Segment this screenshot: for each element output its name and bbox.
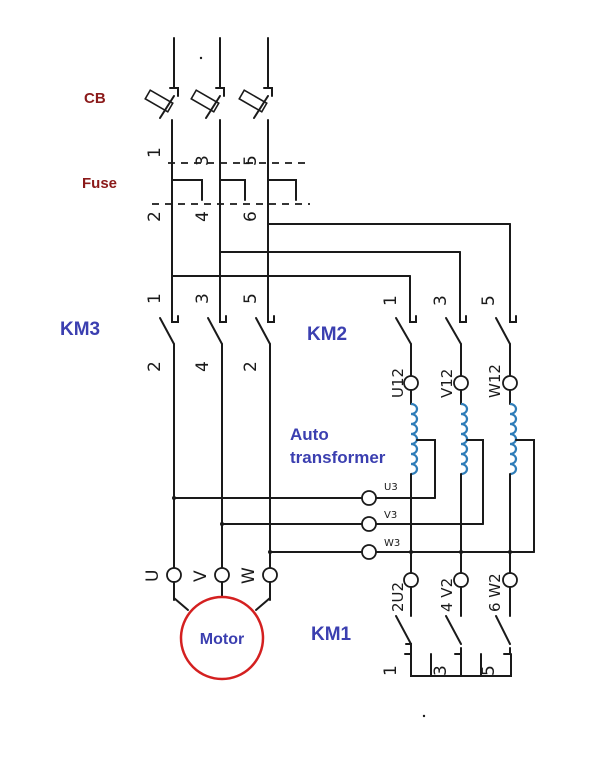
km3-top-terminal-1: 1	[145, 293, 165, 304]
fuse-top-terminal-3: 3	[193, 155, 213, 166]
tap-connections: U3 V3 W3	[172, 482, 535, 560]
km1-terminal-6w2: 6 W2	[486, 573, 504, 612]
km1-terminal-4v2: 4 V2	[438, 578, 456, 612]
motor-terminals: U V W	[143, 567, 278, 611]
motor-terminal-w: W	[239, 567, 259, 584]
motor-terminal-u: U	[143, 570, 163, 582]
km2-terminal-w12: W12	[486, 364, 504, 398]
tap-label-u3: U3	[384, 482, 398, 493]
km1-bottom-terminal-1: 1	[381, 665, 401, 676]
autotransformer-windings	[410, 389, 535, 553]
motor-terminal-v: V	[191, 570, 211, 582]
supply-lines	[173, 37, 269, 89]
km1-contactor: 2U2 4 V2 6 W2 1 3 5	[381, 499, 518, 677]
km2-top-terminal-5: 5	[479, 295, 499, 306]
km3-bottom-terminal-4: 4	[193, 361, 213, 372]
auto-transformer-label-line1: Auto	[290, 425, 329, 444]
fuse-block: 1 3 5 2 4 6	[145, 147, 310, 222]
tap-label-w3: W3	[384, 538, 400, 549]
km2-top-terminal-1: 1	[381, 295, 401, 306]
km3-top-terminal-3: 3	[193, 293, 213, 304]
motor-label: Motor	[200, 631, 244, 648]
fuse-bottom-terminal-4: 4	[193, 211, 213, 222]
km3-top-terminal-5: 5	[241, 293, 261, 304]
fuse-top-terminal-5: 5	[241, 155, 261, 166]
distribution-wiring	[171, 211, 511, 301]
auto-transformer-label-line2: transformer	[290, 448, 386, 467]
km3-contactor: 1 3 5 2 4 2	[145, 293, 275, 601]
km1-bottom-terminal-5: 5	[479, 665, 499, 676]
km1-bottom-terminal-3: 3	[431, 665, 451, 676]
fuse-top-terminal-1: 1	[145, 147, 165, 158]
km2-terminal-u12: U12	[389, 368, 407, 398]
tap-label-v3: V3	[384, 510, 397, 521]
km3-bottom-terminal-2: 2	[145, 361, 165, 372]
fuse-label: Fuse	[82, 175, 117, 192]
fuse-bottom-terminal-6: 6	[241, 211, 261, 222]
cb-label: CB	[84, 90, 106, 107]
km2-top-terminal-3: 3	[431, 295, 451, 306]
motor: Motor	[179, 595, 265, 681]
km2-terminal-v12: V12	[438, 369, 456, 398]
km1-terminal-2u2: 2U2	[389, 582, 407, 612]
fuse-bottom-terminal-2: 2	[145, 211, 165, 222]
km3-label: KM3	[60, 319, 100, 340]
km3-bottom-terminal-2b: 2	[241, 361, 261, 372]
km1-label: KM1	[311, 624, 352, 645]
km2-label: KM2	[307, 324, 347, 345]
circuit-breaker	[144, 87, 273, 151]
km2-contactor: 1 3 5 U12 V12 W12	[381, 295, 518, 398]
